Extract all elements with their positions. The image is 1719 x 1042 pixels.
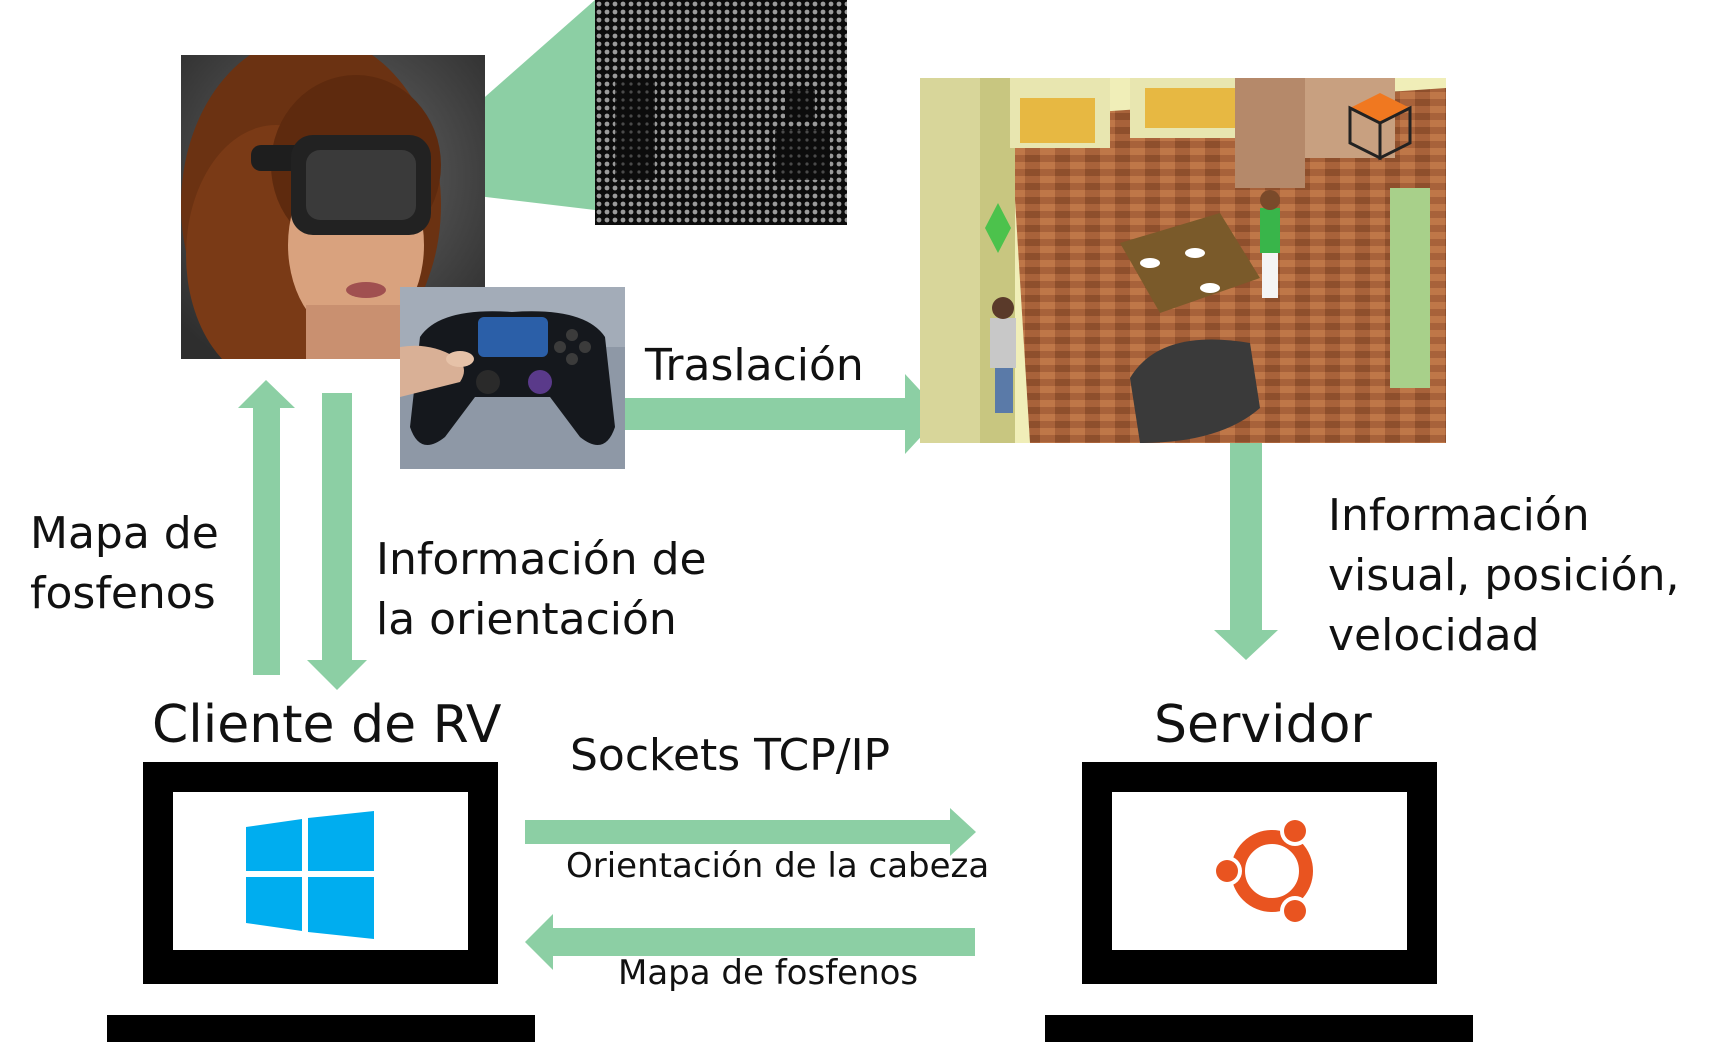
vr-user-photo [181, 55, 485, 359]
arrow-double-server [1214, 393, 1278, 660]
phosphene-map-bottom-label: Mapa de fosfenos [618, 953, 919, 993]
client-screen [173, 792, 468, 950]
server-info-label: Información visual, posición, velocidad [1328, 490, 1680, 661]
arrow-left-phosphenes [525, 914, 975, 970]
client-keyboard-base [107, 1015, 535, 1042]
orientation-info-label: Información de la orientación [376, 534, 707, 645]
sockets-label: Sockets TCP/IP [570, 730, 891, 781]
vr-client-label: Cliente de RV [152, 695, 502, 755]
translation-label: Traslación [645, 340, 864, 391]
virtual-scene-render [920, 78, 1446, 443]
head-orientation-label: Orientación de la cabeza [566, 846, 990, 886]
phosphene-map-left-label: Mapa de fosfenos [30, 508, 219, 619]
phosphene-image [595, 0, 847, 225]
arrow-up-phosphenes [238, 380, 295, 675]
server-screen [1112, 792, 1407, 950]
arrow-right-head-orientation [525, 808, 976, 856]
arrow-right-translation [600, 374, 942, 454]
gamepad-photo [400, 287, 625, 469]
server-keyboard-base [1045, 1015, 1473, 1042]
windows-logo-icon [246, 811, 374, 939]
client-monitor [143, 762, 498, 984]
server-label: Servidor [1154, 695, 1372, 755]
server-monitor [1082, 762, 1437, 984]
ubuntu-logo-icon [1212, 816, 1313, 926]
arrow-down-orientation [307, 393, 367, 690]
